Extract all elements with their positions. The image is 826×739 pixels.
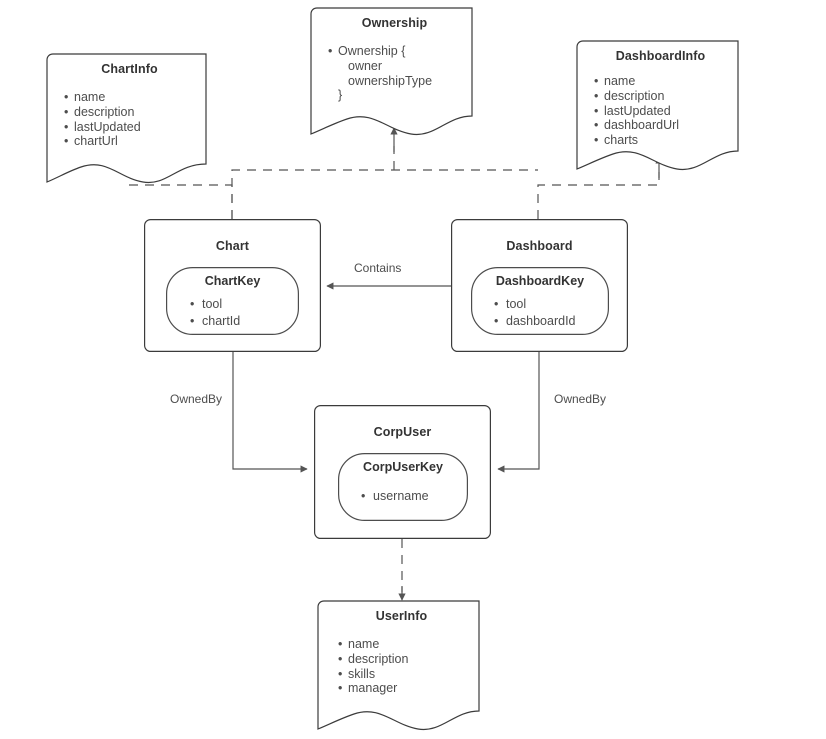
field-item: name [64,90,212,105]
node-title-user-info: UserInfo [375,609,428,623]
key-field-item: username [361,488,468,505]
key-field-list-corp-user-key: username [338,488,468,505]
field-item: ownershipType [348,73,433,88]
key-box-chart-key: ChartKey tool chartId [166,267,300,336]
field-item: lastUpdated [64,120,212,135]
key-title-chart-key: ChartKey [204,274,261,288]
field-item: manager [338,681,485,696]
node-dashboard[interactable]: Dashboard DashboardKey tool dashboardId [451,219,629,353]
key-title-dashboard-key: DashboardKey [495,274,585,288]
node-title-dashboard-info: DashboardInfo [615,49,706,63]
node-title-dashboard: Dashboard [506,239,573,253]
field-item: description [594,89,744,104]
field-item: description [338,652,485,667]
field-list-chart-info: name description lastUpdated chartUrl [47,90,212,149]
field-item: charts [594,133,744,148]
edge-label-contains: Contains [354,261,402,275]
field-item: description [64,105,212,120]
edge-chart-to-ownership [231,127,537,219]
node-title-chart: Chart [215,239,250,253]
edge-label-ownedby-chart: OwnedBy [170,392,223,406]
field-item: Ownership { [328,44,478,59]
node-title-corp-user: CorpUser [373,425,432,439]
node-ownership[interactable]: Ownership Ownership { owner ownershipTyp… [310,7,478,136]
field-list-user-info: name description skills manager [318,637,485,696]
field-list-dashboard-info: name description lastUpdated dashboardUr… [577,74,744,148]
edge-label-ownedby-dashboard: OwnedBy [554,392,607,406]
key-field-item: chartId [190,313,299,330]
field-item: dashboardUrl [594,118,744,133]
field-item: skills [338,667,485,682]
edge-dashboard-ownedby-corpuser [497,352,540,473]
key-field-item: dashboardId [494,313,609,330]
key-box-dashboard-key: DashboardKey tool dashboardId [471,267,610,336]
key-field-list-chart-key: tool chartId [166,296,299,329]
node-title-chart-info: ChartInfo [101,62,158,76]
key-box-corp-user-key: CorpUserKey username [338,453,469,522]
field-item: } [338,88,343,103]
field-item: name [338,637,485,652]
field-item: lastUpdated [594,104,744,119]
key-field-item: tool [190,296,299,313]
edge-chart-ownedby-corpuser [232,352,308,473]
key-field-list-dashboard-key: tool dashboardId [471,296,609,329]
node-user-info[interactable]: UserInfo name description skills manager [317,600,485,731]
node-title-ownership: Ownership [361,16,428,30]
node-chart[interactable]: Chart ChartKey tool chartId [144,219,322,353]
field-item: owner [348,58,383,73]
key-field-item: tool [494,296,609,313]
field-item: name [594,74,744,89]
key-title-corp-user-key: CorpUserKey [363,460,443,474]
field-item: chartUrl [64,134,212,149]
node-dashboard-info[interactable]: DashboardInfo name description lastUpdat… [576,40,744,171]
field-list-ownership: Ownership { owner ownershipType } [311,44,478,103]
node-corp-user[interactable]: CorpUser CorpUserKey username [314,405,492,540]
node-chart-info[interactable]: ChartInfo name description lastUpdated c… [46,53,212,184]
